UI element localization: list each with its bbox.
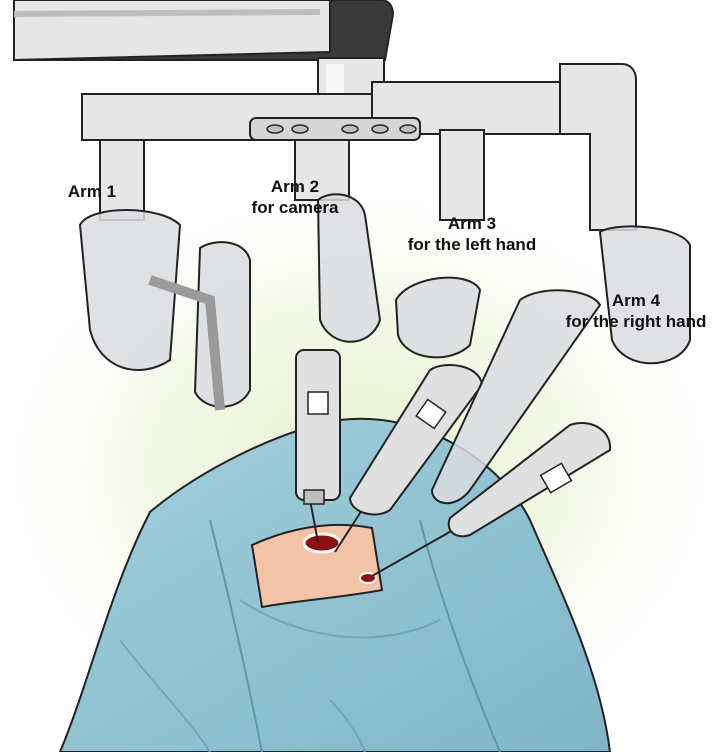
arm-4-label-line1: Arm 4 <box>550 290 722 311</box>
arm-1-label-line1: Arm 1 <box>62 181 122 202</box>
incision-camera <box>304 534 340 552</box>
arm-3-label: Arm 3 for the left hand <box>390 213 554 255</box>
arm-2-label-line1: Arm 2 <box>238 176 352 197</box>
arm-2-label-line2: for camera <box>238 197 352 218</box>
arm-4-label: Arm 4 for the right hand <box>550 290 722 332</box>
overhead-boom <box>14 0 393 60</box>
arm-3-label-line2: for the left hand <box>390 234 554 255</box>
arm-4-label-line2: for the right hand <box>550 311 722 332</box>
arm-3-label-line1: Arm 3 <box>390 213 554 234</box>
arm-2-label: Arm 2 for camera <box>238 176 352 218</box>
arm-1-label: Arm 1 <box>62 181 122 202</box>
